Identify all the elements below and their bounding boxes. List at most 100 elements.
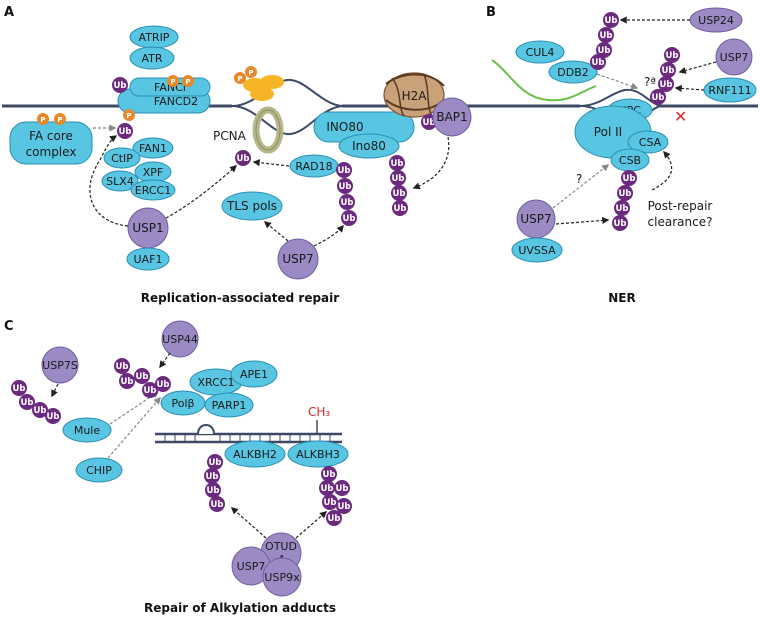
ub-xpc-7 <box>658 76 674 92</box>
question-a: ?ª <box>644 75 656 89</box>
ub-label: Ub <box>343 214 356 224</box>
caption-a: Replication-associated repair <box>141 291 339 305</box>
pcna-ring-outline <box>255 109 281 151</box>
phospho-label: P <box>57 116 62 124</box>
arrow-usp1-to-fancd2 <box>89 135 129 227</box>
rna-transcript <box>491 59 597 102</box>
ub-polb-2 <box>119 373 135 389</box>
rad18-label: RAD18 <box>295 160 332 173</box>
usp7s-label: USP7S <box>42 359 78 372</box>
arrow-bap1-to-ubchain <box>412 136 450 190</box>
ub-label: Ub <box>652 93 665 103</box>
ub-label: Ub <box>662 66 675 76</box>
usp7-dub-a <box>277 238 319 280</box>
ub-label: Ub <box>423 118 436 128</box>
ub-label: Ub <box>336 484 349 494</box>
panel-label-c: C <box>4 319 14 334</box>
usp7-dub-top <box>715 38 753 76</box>
h2a-label: H2A <box>402 89 428 103</box>
ub-label: Ub <box>207 486 220 496</box>
phospho-label: P <box>237 75 242 83</box>
phospho-pol-2 <box>245 66 257 78</box>
chip-label: CHIP <box>86 464 112 477</box>
dna-fork-upper <box>231 78 343 107</box>
ub-mule-1 <box>11 380 27 396</box>
ub-label: Ub <box>323 470 336 480</box>
arrow-usp7-to-tls <box>263 221 289 242</box>
ub-ino80-2 <box>390 170 406 186</box>
fancd2-label: FANCD2 <box>154 95 198 108</box>
ino80-label-lower: Ino80 <box>352 139 386 153</box>
ub-label: Ub <box>616 204 629 214</box>
fan1-label: FAN1 <box>139 142 167 155</box>
pol2-label: Pol II <box>594 125 622 139</box>
usp7-top-label: USP7 <box>720 51 749 64</box>
ub-csb-2 <box>617 185 633 201</box>
ch3-label: CH₃ <box>308 405 330 419</box>
ino80-label-upper: INO80 <box>326 120 363 134</box>
ub-xpc-4 <box>590 54 606 70</box>
phospho-label: P <box>40 116 45 124</box>
ub-label: Ub <box>157 380 170 390</box>
phospho-pol-1 <box>234 72 246 84</box>
ub-ino80-3 <box>391 185 407 201</box>
ino80-subunit <box>338 133 400 159</box>
arrow-usp7-to-csb <box>552 164 610 209</box>
panel-b: CUL4 DDB2 Ub Ub Ub Ub Ub Ub Ub Ub ?ª USP… <box>490 7 758 305</box>
alkbh3-protein <box>287 440 349 468</box>
uaf1-label: UAF1 <box>134 253 163 266</box>
ub-label: Ub <box>136 372 149 382</box>
ub-xpc-1 <box>603 12 619 28</box>
chip-protein <box>75 457 123 483</box>
ub-rad18-1 <box>336 162 352 178</box>
ub-mule-3 <box>32 402 48 418</box>
ub-label: Ub <box>391 159 404 169</box>
xpf-label: XPF <box>143 166 164 179</box>
ub-label: Ub <box>338 502 351 512</box>
ub-label: Ub <box>211 500 224 510</box>
arrow-rnf111-to-ub <box>674 84 705 93</box>
caption-b: NER <box>608 291 635 305</box>
ddb2-protein <box>548 60 598 84</box>
ub-label: Ub <box>341 198 354 208</box>
ub-label: Ub <box>121 377 134 387</box>
ub-label: Ub <box>114 81 127 91</box>
ub-csb-3 <box>614 200 630 216</box>
abasic-loop <box>197 424 215 435</box>
atr-label: ATR <box>141 52 162 65</box>
tls-pols-protein <box>221 191 283 221</box>
alkbh2-label: ALKBH2 <box>233 448 277 461</box>
usp24-label: USP24 <box>698 14 734 27</box>
ub-alkbh2-3 <box>205 482 221 498</box>
arrow-usp7-to-ubchain <box>555 216 610 225</box>
rnf111-label: RNF111 <box>708 84 751 97</box>
ub-label: Ub <box>393 189 406 199</box>
usp7-b-label: USP7 <box>520 212 551 226</box>
bap1-label: BAP1 <box>436 110 467 124</box>
usp7-c-label: USP7 <box>237 560 266 573</box>
polymerase-subunit-3 <box>250 87 274 101</box>
ub-label: Ub <box>339 182 352 192</box>
usp7-label-a: USP7 <box>282 252 313 266</box>
ub-label: Ub <box>666 51 679 61</box>
phospho-label: P <box>248 69 253 77</box>
ub-rad18-2 <box>337 178 353 194</box>
ub-label: Ub <box>619 189 632 199</box>
ub-fancd2 <box>117 123 133 139</box>
ub-xpc-2 <box>598 27 614 43</box>
pcna-label: PCNA <box>213 129 247 143</box>
cul4-protein <box>515 40 565 64</box>
clearance-label-1: Post-repair <box>648 199 713 213</box>
usp9x-dub <box>262 557 302 597</box>
arrow-usp7s-to-ub <box>51 383 59 398</box>
ub-xpc-5 <box>664 47 680 63</box>
arrow-clearance <box>651 150 673 191</box>
arrow-usp7-to-ub <box>678 61 717 74</box>
phospho-fancd2 <box>123 109 135 121</box>
ub-label: Ub <box>338 166 351 176</box>
ub-ino80-1 <box>389 155 405 171</box>
ub-label: Ub <box>614 219 627 229</box>
ddb2-label: DDB2 <box>557 66 589 79</box>
arrow-chip-to-polb <box>107 396 161 459</box>
